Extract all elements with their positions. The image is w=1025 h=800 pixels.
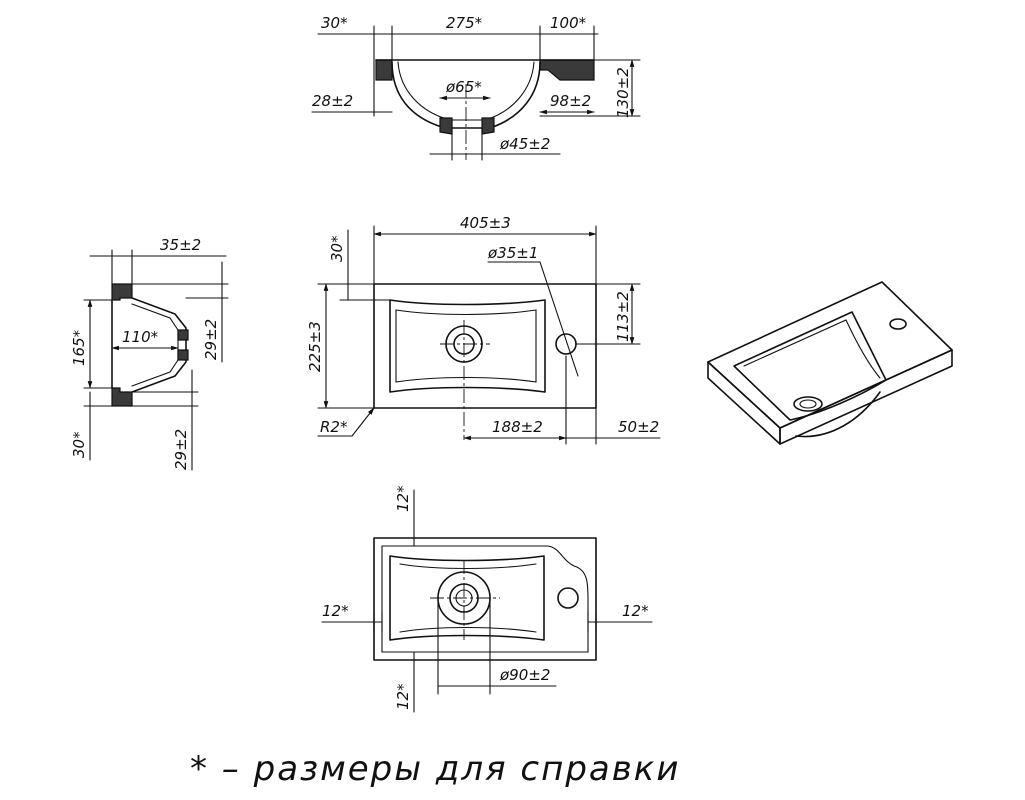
section-drain-bottom: [177, 349, 189, 361]
bottom-view: 12* 12* 12* 12* ø90±2: [321, 485, 653, 713]
side-view: 30* 275* 100* 130±2 ø65* 28±2 98±2 ø45±2: [311, 14, 641, 161]
dim-section-inner: 110*: [122, 328, 159, 346]
dim-section-bottom-left: 30*: [70, 431, 88, 458]
section-view: 35±2 165* 110* 29±2 30* 29±2: [70, 236, 229, 471]
section-drain-top: [177, 329, 189, 341]
dim-section-right-a: 29±2: [202, 319, 220, 360]
right-rim-section: [539, 59, 595, 81]
isometric-view: [707, 281, 953, 445]
iso-bowl-shade: [743, 319, 881, 379]
dim-top-width: 405±3: [460, 214, 511, 232]
left-rim-section: [375, 59, 393, 81]
dim-tap-offset: 113±2: [614, 291, 632, 342]
top-view: 405±3 ø35±1 30* 225±3 113±2 R2* 188±2 50…: [306, 214, 661, 445]
bowl-inner-curve: [397, 61, 535, 121]
iso-under-bowl: [795, 391, 881, 438]
iso-front-face: [707, 361, 781, 445]
bowl-outer-curve: [391, 61, 541, 129]
dim-right-depth: 98±2: [550, 92, 591, 110]
bottom-bowl-outline: [389, 555, 545, 641]
dim-section-bottom-right: 29±2: [172, 429, 190, 470]
bottom-outline: [373, 537, 597, 661]
dim-bottom-drain: ø90±2: [499, 666, 550, 684]
iso-drain: [793, 396, 823, 412]
dim-radius: R2*: [320, 418, 348, 436]
section-bottom-rim: [111, 387, 133, 407]
iso-right-face: [779, 349, 953, 445]
iso-tap-hole: [889, 318, 907, 330]
dim-rim-thickness: 28±2: [312, 92, 353, 110]
bottom-inner-rim: [381, 545, 589, 653]
dim-tap-hole: ø35±1: [487, 244, 538, 262]
dim-height: 130±2: [614, 67, 632, 118]
footnote: * – размеры для справки: [190, 749, 680, 789]
section-outer-profile: [131, 297, 187, 393]
dim-bowl-width: 275*: [446, 14, 483, 32]
dim-bottom-right: 12*: [622, 602, 649, 620]
tap-hole: [555, 333, 577, 355]
dim-section-depth: 165*: [70, 329, 88, 366]
bottom-tap-hole: [557, 587, 579, 609]
dim-top-offset: 30*: [328, 235, 346, 262]
iso-bowl-rim: [733, 311, 887, 421]
dim-bottom-bottom: 12*: [394, 683, 412, 710]
dim-right-offset: 50±2: [618, 418, 659, 436]
dim-left-rim: 30*: [321, 14, 348, 32]
dim-section-top: 35±2: [160, 236, 201, 254]
dim-top-depth: 225±3: [306, 321, 324, 372]
dim-bottom-top: 12*: [394, 485, 412, 512]
dim-bottom-left: 12*: [322, 602, 349, 620]
drain-left-section: [439, 117, 453, 135]
section-top-rim: [111, 283, 133, 301]
top-bowl-inner: [395, 309, 537, 383]
top-outline: [373, 283, 597, 409]
drain-right-section: [481, 117, 495, 135]
top-bowl-outline: [389, 299, 546, 393]
dim-drain-position: 188±2: [492, 418, 543, 436]
section-inner-profile: [131, 303, 179, 387]
dim-outlet: ø45±2: [499, 135, 550, 153]
dim-drain: ø65*: [445, 78, 482, 96]
dim-right-rim: 100*: [550, 14, 587, 32]
